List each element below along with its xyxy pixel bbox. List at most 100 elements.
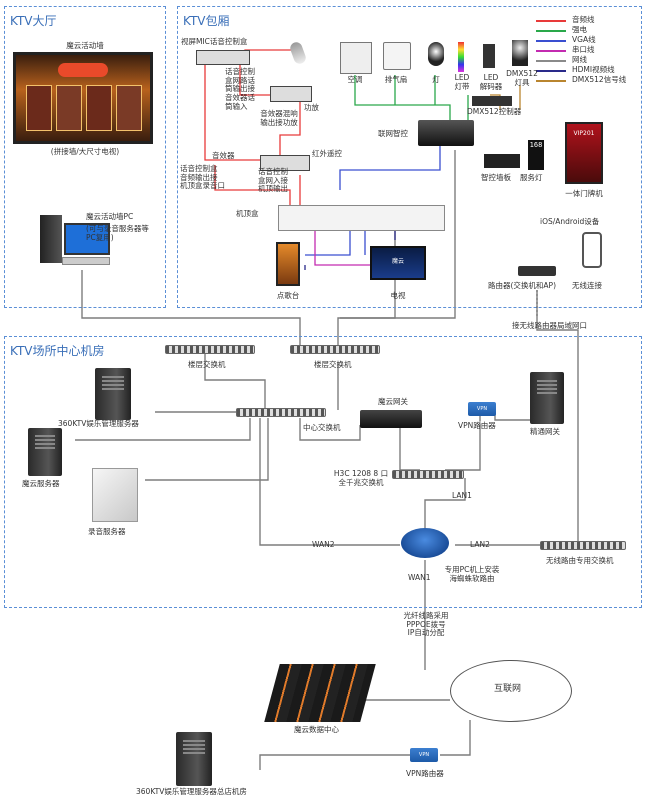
hall-zone-title: KTV大厅 <box>10 14 57 28</box>
mgmt-server <box>95 368 131 420</box>
core-switch <box>236 408 326 417</box>
legend-label: 串口线 <box>572 45 595 54</box>
router-ap-icon <box>518 266 556 276</box>
led-strip-label: LED 灯带 <box>454 73 470 91</box>
internet-label: 互联网 <box>494 684 522 694</box>
service-lamp: 168 <box>528 140 544 170</box>
record-server-label: 录音服务器 <box>88 527 126 536</box>
activity-pc-label: 魔云活动墙PC <box>86 212 134 221</box>
center-zone <box>4 336 642 608</box>
aircon-label: 空调 <box>347 75 363 84</box>
soft-router-label: 专用PC机上安装 海蜘蛛软路由 <box>444 565 500 583</box>
room-zone-title: KTV包厢 <box>183 14 230 28</box>
core-switch-label: 中心交换机 <box>303 423 341 432</box>
door-sign-label: 一体门牌机 <box>565 189 603 198</box>
tv-label: 电视 <box>390 291 406 300</box>
datacenter-racks <box>264 664 376 722</box>
vpn-router-center-label: VPN路由器 <box>458 421 496 430</box>
song-station <box>276 242 300 286</box>
legend-swatch <box>536 40 566 42</box>
legend-swatch <box>536 60 566 62</box>
legend-swatch <box>536 70 566 72</box>
tv: 魔云 <box>370 246 426 280</box>
vpn-router-hq-label: VPN路由器 <box>406 769 444 778</box>
led-decoder-label: LED 解码器 <box>479 73 503 91</box>
auth-gateway-server <box>530 372 564 424</box>
exhaust-fan-icon <box>383 42 411 70</box>
soft-router-icon <box>401 528 449 558</box>
set-top-box <box>278 205 445 231</box>
lamp-label: 灯 <box>432 75 440 84</box>
aircon-icon <box>340 42 372 74</box>
cloud-server-label: 魔云服务器 <box>22 479 60 488</box>
smart-wall-panel <box>484 154 520 168</box>
lan2-label: LAN2 <box>470 540 490 549</box>
router-ap-label: 路由器(交换机和AP) <box>488 281 557 290</box>
song-station-label: 点歌台 <box>276 291 300 300</box>
legend-label: HDMI视频线 <box>572 65 615 74</box>
set-top-box-label: 机顶盒 <box>236 209 259 218</box>
activity-pc <box>40 215 110 270</box>
activity-wall-label: 魔云活动墙 <box>66 41 104 50</box>
wan2-label: WAN2 <box>312 540 335 549</box>
mic-box-label: 视屏MIC话音控制盒 <box>181 37 248 46</box>
cloud-server <box>28 428 62 476</box>
dmx-controller <box>472 96 512 106</box>
mic-to-effect-note: 话音控制 盒网路话 筒输出接 音效器话 筒输入 <box>225 67 255 111</box>
gateway-label: 魔云网关 <box>378 397 408 406</box>
record-server <box>92 468 138 522</box>
center-zone-title: KTV场所中心机房 <box>10 344 105 358</box>
door-sign-device: VIP201 <box>565 122 603 184</box>
smartphone-icon <box>582 232 602 268</box>
iot-controller-label: 联网智控 <box>378 129 408 138</box>
wireless-switch <box>540 541 626 550</box>
legend-swatch <box>536 20 566 22</box>
service-lamp-label: 服务灯 <box>520 173 543 182</box>
internet-cloud <box>450 660 572 722</box>
floor-switch-1 <box>165 345 255 354</box>
hall-zone <box>4 6 166 308</box>
mic-box <box>196 50 250 65</box>
floor-switch-2 <box>290 345 380 354</box>
led-strip-icon <box>458 42 464 72</box>
set-top-in-note: 话音控制 盒网入接 机顶输出 <box>258 167 288 194</box>
effect-unit <box>260 155 310 171</box>
legend-label: VGA线 <box>572 35 596 44</box>
wireless-label: 无线连接 <box>572 281 602 290</box>
activity-wall-screen <box>13 52 153 144</box>
hq-server <box>176 732 212 786</box>
room-zone <box>177 6 642 308</box>
mgmt-server-label: 360KTV娱乐管理服务器 <box>58 419 139 428</box>
gateway-device <box>360 410 422 428</box>
activity-pc-note: (可与录音服务器等PC复用) <box>86 224 149 242</box>
legend-label: 强电 <box>572 25 587 34</box>
legend-label: 音频线 <box>572 15 595 24</box>
fiber-note: 光纤线路采用 PPPOE拨号 IP自动分配 <box>403 611 449 638</box>
set-top-out-note: 话音控制盒 音频输出接 机顶盒录音口 <box>180 164 225 191</box>
legend-swatch <box>536 30 566 32</box>
effect-out-note: 音效器混响 输出接功放 <box>260 109 298 127</box>
lamp-icon <box>428 42 444 66</box>
auth-gateway-label: 精通网关 <box>530 427 560 436</box>
device-note: iOS/Android设备 <box>540 217 600 226</box>
legend-swatch <box>536 80 566 82</box>
floor-switch-2-label: 楼层交换机 <box>314 360 352 369</box>
ir-remote-label: 红外遥控 <box>312 149 342 158</box>
dmx-lamp-icon <box>512 40 528 66</box>
exhaust-label: 排气扇 <box>384 75 408 84</box>
activity-wall-note: (拼接墙/大尺寸电视) <box>50 147 120 156</box>
h3c-switch-label: H3C 1208 8 口 全千兆交换机 <box>333 469 389 487</box>
legend-label: 网线 <box>572 55 587 64</box>
hq-server-label: 360KTV娱乐管理服务器总店机房 <box>136 787 247 796</box>
effect-label: 音效器 <box>212 151 235 160</box>
legend-label: DMX512信号线 <box>572 75 627 84</box>
wireless-switch-label: 无线路由专用交换机 <box>546 556 614 565</box>
amplifier <box>270 86 312 102</box>
led-decoder-icon <box>483 44 495 68</box>
vpn-router-hq: VPN Router <box>410 748 438 772</box>
iot-controller <box>418 120 474 146</box>
legend-swatch <box>536 50 566 52</box>
lan1-label: LAN1 <box>452 491 472 500</box>
